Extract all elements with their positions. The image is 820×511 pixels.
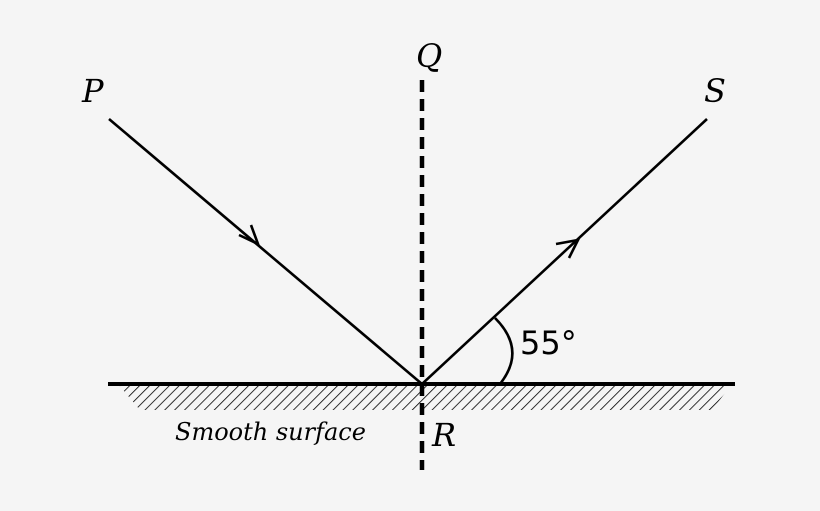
- incident-arrowhead: [238, 224, 261, 247]
- label-p: P: [81, 72, 104, 110]
- label-q: Q: [416, 37, 442, 75]
- label-r: R: [431, 416, 456, 454]
- angle-value-label: 55°: [520, 324, 577, 362]
- incident-ray: [108, 118, 423, 385]
- reflected-arrowhead: [555, 238, 581, 259]
- surface-hatching: [118, 384, 732, 410]
- label-s: S: [704, 72, 726, 110]
- reflected-ray: [421, 118, 708, 385]
- angle-arc: [494, 317, 514, 385]
- surface-label: Smooth surface: [175, 418, 366, 446]
